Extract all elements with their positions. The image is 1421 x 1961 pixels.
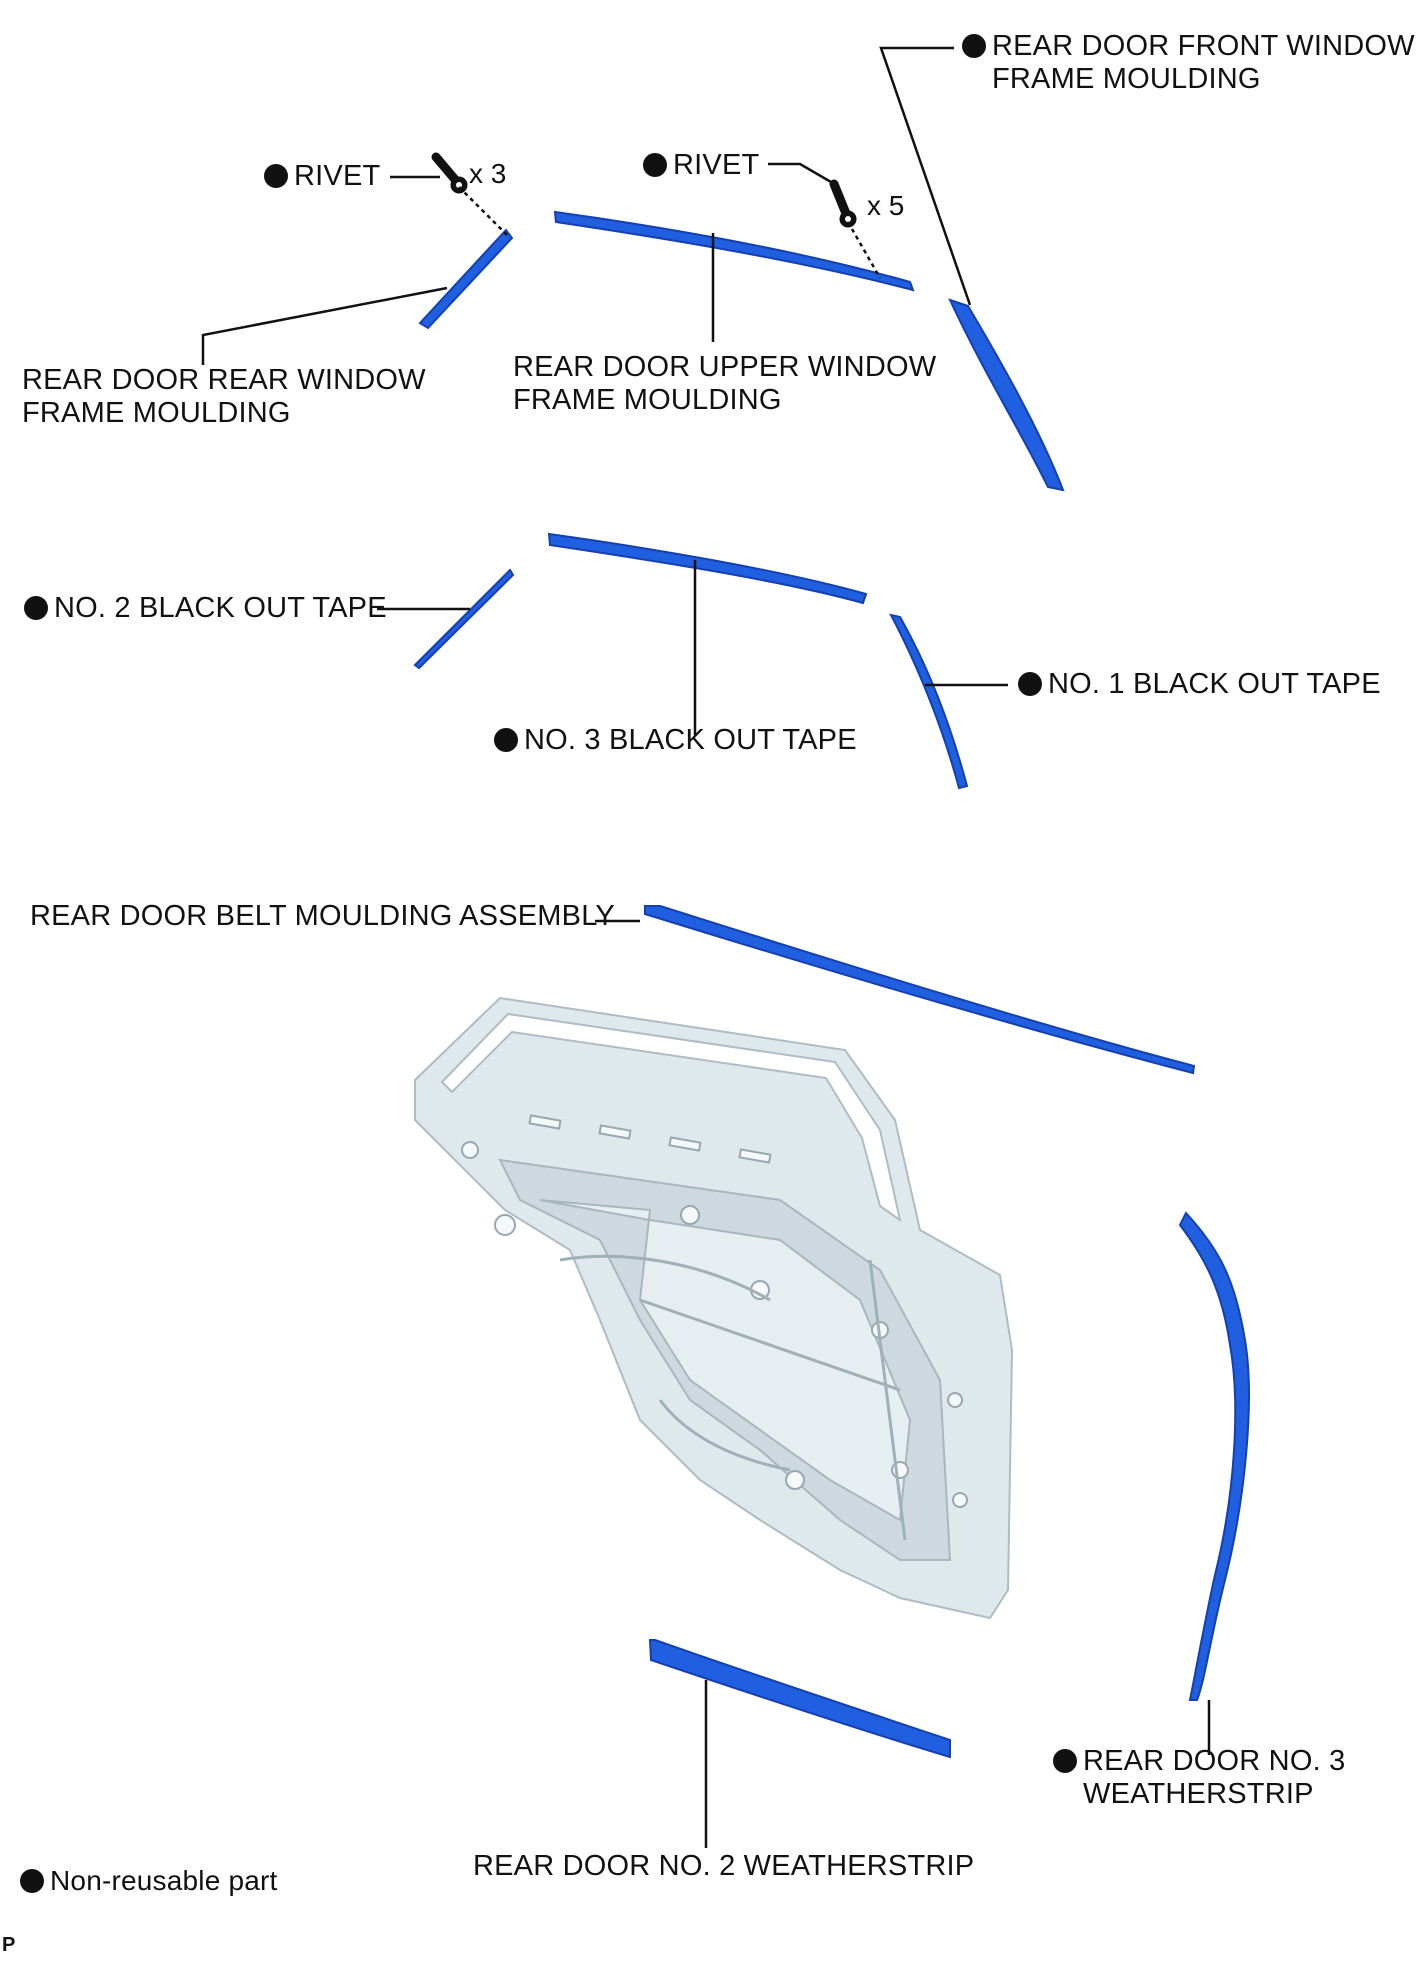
- no1-black-out-tape: [889, 613, 969, 790]
- non-reusable-marker-icon: [1018, 672, 1042, 696]
- rivets: [431, 152, 857, 228]
- upper-window-frame-moulding: [553, 210, 915, 292]
- rivet-left-icon: [431, 152, 468, 194]
- label-front-window-frame-moulding: REAR DOOR FRONT WINDOW FRAME MOULDING: [962, 30, 1415, 96]
- label-no3-black-out-tape: NO. 3 BLACK OUT TAPE: [494, 724, 857, 757]
- non-reusable-marker-icon: [494, 728, 518, 752]
- rivet-left-quantity: x 3: [469, 158, 507, 189]
- non-reusable-marker-icon: [264, 164, 288, 188]
- label-belt-moulding-assembly: REAR DOOR BELT MOULDING ASSEMBLY: [30, 900, 615, 932]
- front-window-frame-moulding: [948, 298, 1065, 492]
- rivet-right-quantity: x 5: [867, 190, 905, 221]
- label-no1-black-out-tape: NO. 1 BLACK OUT TAPE: [1018, 668, 1381, 701]
- label-no2-black-out-tape: NO. 2 BLACK OUT TAPE: [24, 592, 387, 625]
- label-upper-window-frame-moulding: REAR DOOR UPPER WINDOW FRAME MOULDING: [513, 351, 937, 416]
- corner-code: P: [2, 1934, 16, 1956]
- parts-group: [413, 210, 1250, 1759]
- weatherstrip-no2: [648, 1639, 951, 1759]
- rear-door-panel: [414, 996, 1014, 1620]
- belt-moulding-assembly: [644, 905, 1196, 1075]
- no3-black-out-tape: [547, 532, 868, 605]
- non-reusable-marker-icon: [20, 1869, 44, 1893]
- label-rivet-left: RIVET: [264, 160, 380, 193]
- no2-black-out-tape: [413, 568, 515, 670]
- rivet-right-icon: [829, 179, 857, 228]
- label-rear-window-frame-moulding: REAR DOOR REAR WINDOW FRAME MOULDING: [22, 364, 426, 429]
- label-rivet-right: RIVET: [643, 149, 759, 182]
- label-weatherstrip-no3: REAR DOOR NO. 3 WEATHERSTRIP: [1053, 1745, 1345, 1811]
- non-reusable-marker-icon: [643, 153, 667, 177]
- non-reusable-marker-icon: [1053, 1749, 1077, 1773]
- rear-window-frame-moulding: [418, 228, 514, 330]
- legend-non-reusable-part: Non-reusable part: [20, 1864, 278, 1897]
- weatherstrip-no3: [1178, 1211, 1250, 1701]
- label-weatherstrip-no2: REAR DOOR NO. 2 WEATHERSTRIP: [473, 1850, 975, 1882]
- leader-lines: [201, 46, 1211, 1848]
- non-reusable-marker-icon: [962, 34, 986, 58]
- non-reusable-marker-icon: [24, 596, 48, 620]
